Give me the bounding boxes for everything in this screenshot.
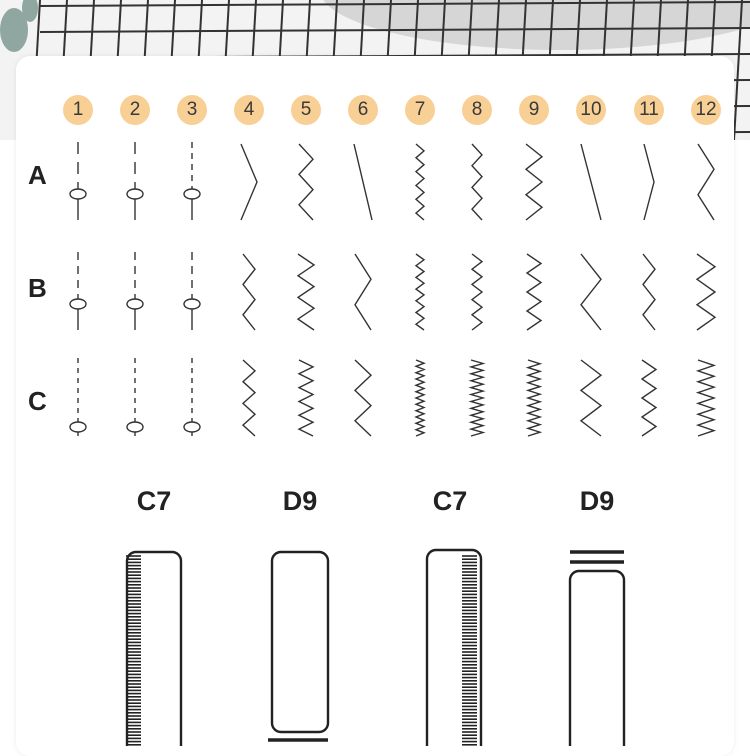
zigzag-stitch-icon [681,352,731,442]
row-label: C [28,386,47,416]
buttonhole-bar-left-icon [109,540,199,756]
row-label: B [28,273,47,303]
straight-stitch-icon [53,246,103,336]
zigzag-stitch-icon [509,352,559,442]
column-number-badge: 10 [576,95,606,125]
buttonhole-label: D9 [282,486,318,516]
straight-stitch-icon [110,246,160,336]
zigzag-stitch-icon [566,246,616,336]
column-number-badge: 6 [348,95,378,125]
buttonhole-label: D9 [579,486,615,516]
zigzag-stitch-icon [338,246,388,336]
column-number-badge: 3 [177,95,207,125]
straight-stitch-icon [53,352,103,442]
zigzag-stitch-icon [509,136,559,226]
zigzag-stitch-icon [395,352,445,442]
buttonhole-label: C7 [432,486,468,516]
straight-stitch-icon [53,136,103,226]
straight-stitch-icon [110,352,160,442]
row-label: A [28,160,47,190]
zigzag-stitch-icon [509,246,559,336]
zigzag-stitch-icon [452,136,502,226]
zigzag-stitch-icon [624,352,674,442]
column-number-badge: 2 [120,95,150,125]
zigzag-stitch-icon [681,136,731,226]
column-number-badge: 12 [691,95,721,125]
zigzag-stitch-icon [338,352,388,442]
straight-stitch-icon [167,352,217,442]
buttonhole-top-bars-icon [552,540,642,756]
zigzag-stitch-icon [281,246,331,336]
column-number-badge: 1 [63,95,93,125]
zigzag-stitch-icon [224,246,274,336]
zigzag-stitch-icon [624,246,674,336]
zigzag-stitch-icon [624,136,674,226]
zigzag-stitch-icon [395,246,445,336]
straight-stitch-icon [110,136,160,226]
zigzag-stitch-icon [452,352,502,442]
zigzag-stitch-icon [566,352,616,442]
column-number-badge: 5 [291,95,321,125]
zigzag-stitch-icon [452,246,502,336]
zigzag-stitch-icon [338,136,388,226]
zigzag-stitch-icon [566,136,616,226]
buttonhole-bar-right-icon [405,540,495,756]
column-number-badge: 7 [405,95,435,125]
buttonhole-label: C7 [136,486,172,516]
straight-stitch-icon [167,246,217,336]
column-number-badge: 8 [462,95,492,125]
zigzag-stitch-icon [395,136,445,226]
zigzag-stitch-icon [224,136,274,226]
zigzag-stitch-icon [224,352,274,442]
column-number-badge: 4 [234,95,264,125]
zigzag-stitch-icon [281,352,331,442]
zigzag-stitch-icon [281,136,331,226]
buttonhole-bottom-bar-icon [255,540,345,746]
column-number-badge: 11 [634,95,664,125]
leaf-decoration [0,0,38,52]
zigzag-stitch-icon [681,246,731,336]
straight-stitch-icon [167,136,217,226]
column-number-badge: 9 [519,95,549,125]
